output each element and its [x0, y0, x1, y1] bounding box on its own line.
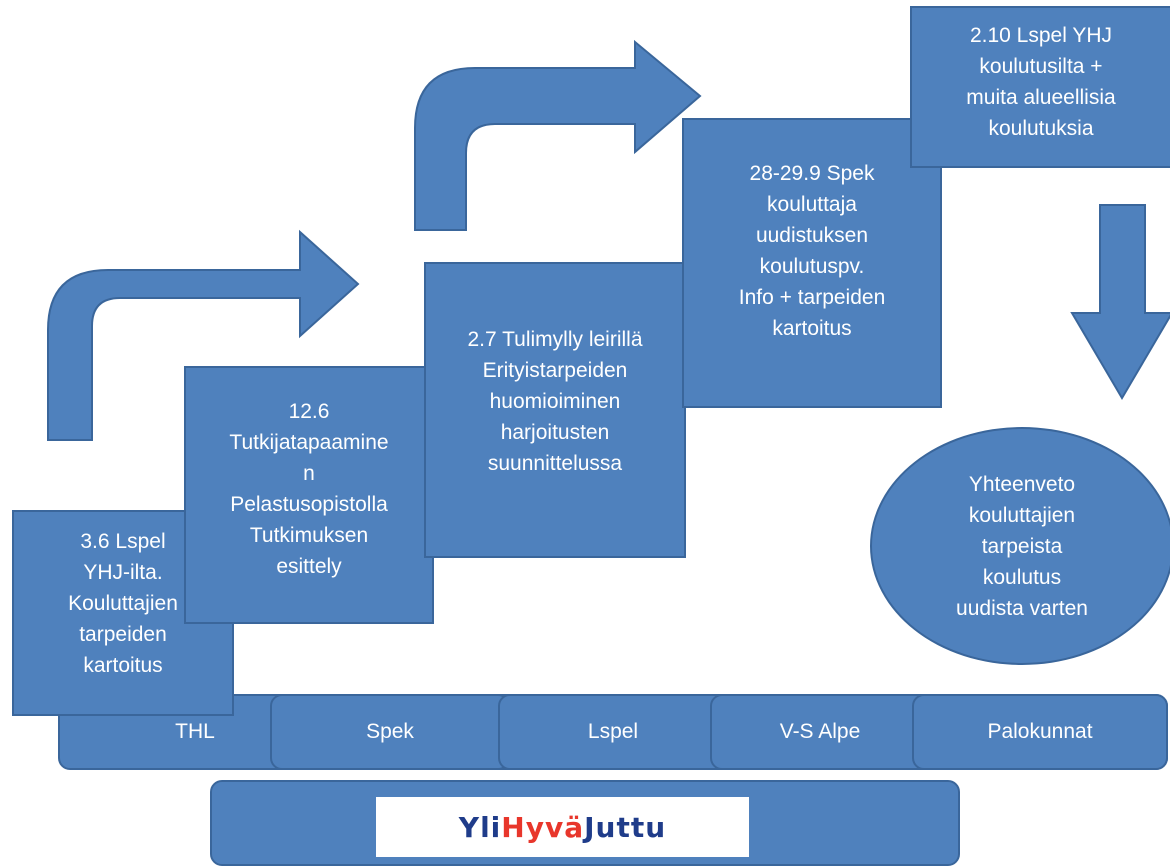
summary-ellipse: Yhteenveto kouluttajien tarpeista koulut…: [870, 427, 1170, 665]
summary-text: Yhteenveto kouluttajien tarpeista koulut…: [956, 472, 1088, 620]
org-label: THL: [175, 720, 215, 743]
org-thl: THL: [58, 694, 332, 770]
logo-part-2: Hyvä: [501, 810, 585, 844]
logo-part-3: Juttu: [584, 810, 667, 844]
step-text: 3.6 Lspel YHJ-ilta. Kouluttajien tarpeid…: [68, 530, 178, 677]
step-box-2: 12.6 Tutkijatapaamine n Pelastusopistoll…: [184, 366, 434, 624]
logo-part-1: Yli: [458, 810, 502, 844]
step-box-5: 2.10 Lspel YHJ koulutusilta + muita alue…: [910, 6, 1170, 168]
org-label: Lspel: [587, 720, 639, 743]
step-box-4: 28-29.9 Spek kouluttaja uudistuksen koul…: [682, 118, 942, 408]
org-label: Spek: [366, 720, 414, 743]
org-lspel: Lspel: [498, 694, 728, 770]
step-text: 28-29.9 Spek kouluttaja uudistuksen koul…: [738, 162, 886, 340]
curved-arrow-icon: [414, 39, 702, 231]
org-label: V-S Alpe: [779, 720, 861, 743]
step-text: 2.7 Tulimylly leirillä Erityistarpeiden …: [467, 328, 643, 475]
step-box-3: 2.7 Tulimylly leirillä Erityistarpeiden …: [424, 262, 686, 558]
step-text: 12.6 Tutkijatapaamine n Pelastusopistoll…: [229, 400, 389, 578]
down-arrow-icon: [1070, 204, 1170, 400]
org-vs-alpe: V-S Alpe: [710, 694, 930, 770]
org-palokunnat: Palokunnat: [912, 694, 1168, 770]
org-label: Palokunnat: [987, 720, 1093, 743]
curved-arrow-icon: [47, 229, 360, 441]
step-text: 2.10 Lspel YHJ koulutusilta + muita alue…: [966, 24, 1116, 140]
org-spek: Spek: [270, 694, 510, 770]
